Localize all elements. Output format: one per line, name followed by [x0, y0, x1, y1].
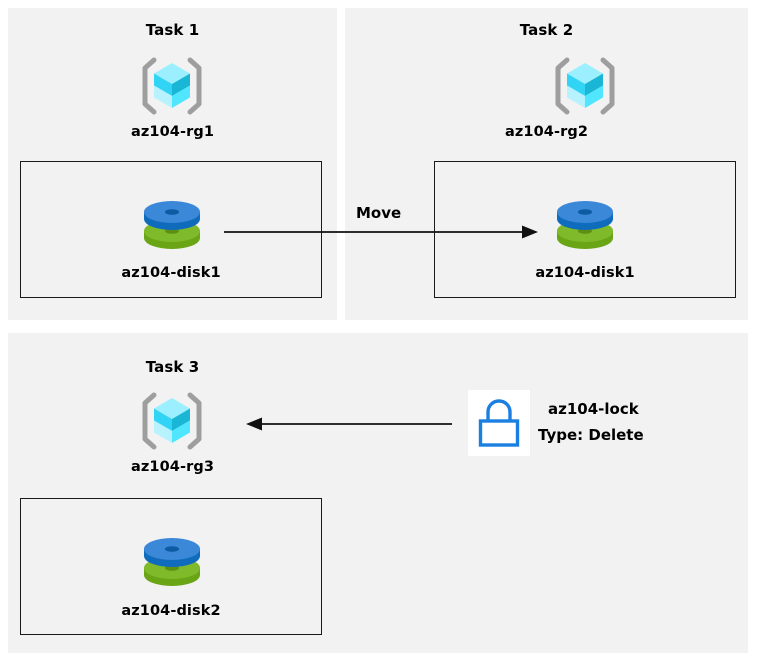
move-arrow	[224, 225, 538, 239]
task2-rg-label: az104-rg2	[504, 124, 589, 140]
task1-panel	[8, 8, 337, 320]
task3-disk-label: az104-disk2	[121, 603, 221, 619]
move-arrow-label: Move	[356, 204, 402, 222]
task2-resource-box	[434, 161, 736, 298]
resource-group-cube-icon	[555, 57, 615, 115]
task3-resource-box	[20, 498, 322, 635]
lock-type-label: Type: Delete	[538, 426, 644, 444]
task2-panel	[345, 8, 748, 320]
task2-title: Task 2	[519, 21, 574, 39]
task1-rg-label: az104-rg1	[130, 124, 215, 140]
managed-disk-icon	[144, 538, 200, 586]
lock-icon	[478, 399, 520, 447]
task3-panel	[8, 333, 748, 653]
lock-name-label: az104-lock	[548, 400, 639, 418]
task1-resource-box	[20, 161, 322, 298]
task2-disk-label: az104-disk1	[535, 265, 635, 281]
task1-title: Task 1	[145, 21, 200, 39]
task3-title: Task 3	[145, 358, 200, 376]
managed-disk-icon	[557, 201, 613, 249]
task3-rg-label: az104-rg3	[130, 459, 215, 475]
managed-disk-icon	[144, 201, 200, 249]
lock-tile	[468, 390, 530, 456]
resource-group-cube-icon	[142, 392, 202, 450]
lock-arrow	[246, 417, 452, 431]
resource-group-cube-icon	[142, 57, 202, 115]
task1-disk-label: az104-disk1	[121, 265, 221, 281]
